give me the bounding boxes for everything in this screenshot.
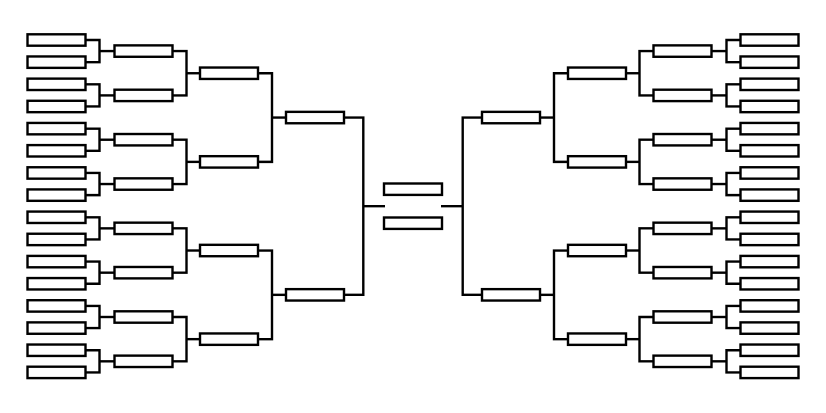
bracket-slot-left-round-of-32-11 <box>26 254 87 269</box>
pair-connector-left-round-of-32-8 <box>85 349 101 374</box>
pair-connector-right-quarterfinal-1 <box>552 72 568 164</box>
bracket-slot-left-quarterfinal-4 <box>198 332 260 347</box>
bracket-slot-left-round-of-32-14 <box>26 321 87 335</box>
bracket-slot-right-quarterfinal-2 <box>566 154 628 169</box>
bracket-slot-right-round-of-32-14 <box>739 321 800 335</box>
bracket-slot-left-quarterfinal-3 <box>198 243 260 258</box>
bracket-slot-right-quarterfinal-3 <box>566 243 628 258</box>
bracket-slot-right-round-of-16-5 <box>652 221 713 236</box>
bracket-side-left <box>26 33 385 380</box>
bracket-slot-final-1 <box>382 182 444 197</box>
bracket-slot-left-round-of-16-2 <box>113 88 174 103</box>
pair-connector-right-round-of-16-3 <box>638 227 654 274</box>
bracket-slot-right-round-of-16-4 <box>652 177 713 191</box>
bracket-slot-left-round-of-32-8 <box>26 188 87 203</box>
bracket-slot-right-round-of-32-13 <box>739 299 800 313</box>
pair-connector-left-round-of-32-4 <box>85 171 101 197</box>
bracket-slot-left-round-of-16-5 <box>113 221 174 236</box>
bracket-slot-left-round-of-32-2 <box>26 55 87 70</box>
pair-connector-right-round-of-32-2 <box>725 83 741 108</box>
bracket-slot-left-round-of-32-1 <box>26 33 87 47</box>
bracket-slot-right-round-of-16-7 <box>652 310 713 324</box>
bracket-slot-right-round-of-32-5 <box>739 121 800 136</box>
pair-connector-right-round-of-16-2 <box>638 138 654 186</box>
bracket-slot-right-quarterfinal-4 <box>566 332 628 347</box>
bracket-slot-left-round-of-16-6 <box>113 265 174 280</box>
pair-connector-right-round-of-32-4 <box>725 171 741 197</box>
pair-connector-left-round-of-16-4 <box>172 315 188 363</box>
bracket-slot-left-round-of-32-6 <box>26 143 87 158</box>
pair-connector-right-semifinal-1 <box>461 116 482 297</box>
pair-connector-left-round-of-32-1 <box>85 38 101 64</box>
pair-connector-right-round-of-32-5 <box>725 216 741 241</box>
bracket-slot-right-round-of-32-1 <box>739 33 800 47</box>
pair-connector-left-round-of-16-2 <box>172 138 188 186</box>
pair-connector-left-quarterfinal-2 <box>258 249 274 341</box>
pair-connector-right-round-of-16-4 <box>638 315 654 363</box>
pair-connector-left-semifinal-1 <box>344 116 365 297</box>
pair-connector-right-round-of-32-3 <box>725 127 741 152</box>
bracket-slot-right-quarterfinal-1 <box>566 66 628 81</box>
bracket-slot-left-round-of-32-3 <box>26 77 87 92</box>
bracket-slot-left-round-of-32-15 <box>26 343 87 358</box>
bracket-slot-final-2 <box>382 216 444 231</box>
bracket-slot-left-round-of-32-16 <box>26 365 87 380</box>
bracket-slot-right-round-of-32-15 <box>739 343 800 358</box>
pair-connector-left-round-of-32-2 <box>85 83 101 108</box>
final-match <box>382 182 444 231</box>
bracket-slot-left-semifinal-2 <box>284 287 346 302</box>
bracket-slot-left-round-of-16-8 <box>113 354 174 369</box>
bracket-slot-right-round-of-32-4 <box>739 99 800 114</box>
bracket-slot-left-round-of-32-4 <box>26 99 87 114</box>
pair-connector-right-round-of-32-8 <box>725 349 741 374</box>
bracket-slot-left-round-of-32-13 <box>26 299 87 313</box>
pair-connector-right-round-of-32-1 <box>725 38 741 64</box>
bracket-slot-right-round-of-16-1 <box>652 44 713 58</box>
bracket-slot-right-round-of-32-11 <box>739 254 800 269</box>
bracket-slot-left-semifinal-1 <box>284 110 346 125</box>
bracket-slot-right-semifinal-2 <box>480 287 542 302</box>
bracket-slot-right-round-of-32-9 <box>739 210 800 225</box>
bracket-slot-right-round-of-16-2 <box>652 88 713 103</box>
pair-connector-right-round-of-32-6 <box>725 260 741 285</box>
bracket-side-right <box>441 33 800 380</box>
bracket-slot-left-round-of-16-7 <box>113 310 174 324</box>
bracket-slot-left-quarterfinal-2 <box>198 154 260 169</box>
pair-connector-left-round-of-32-3 <box>85 127 101 152</box>
bracket-slot-left-round-of-16-1 <box>113 44 174 58</box>
bracket-slot-left-round-of-16-4 <box>113 177 174 191</box>
pair-connector-left-round-of-32-6 <box>85 260 101 285</box>
bracket-slot-right-round-of-16-6 <box>652 265 713 280</box>
pair-connector-left-round-of-32-7 <box>85 304 101 330</box>
bracket-slot-left-quarterfinal-1 <box>198 66 260 81</box>
pair-connector-right-quarterfinal-2 <box>552 249 568 341</box>
bracket-slot-right-round-of-32-12 <box>739 276 800 291</box>
pair-connector-left-round-of-16-1 <box>172 49 188 97</box>
bracket-slot-right-round-of-16-8 <box>652 354 713 369</box>
bracket-slot-left-round-of-32-12 <box>26 276 87 291</box>
pair-connector-right-round-of-32-7 <box>725 304 741 330</box>
bracket-slot-right-round-of-32-6 <box>739 143 800 158</box>
bracket-slot-right-round-of-32-2 <box>739 55 800 70</box>
bracket-slot-right-round-of-32-8 <box>739 188 800 203</box>
bracket-slot-right-round-of-32-10 <box>739 232 800 247</box>
bracket-slot-left-round-of-32-7 <box>26 166 87 180</box>
bracket-slot-left-round-of-16-3 <box>113 132 174 147</box>
pair-connector-right-round-of-16-1 <box>638 49 654 97</box>
pair-connector-left-round-of-16-3 <box>172 227 188 274</box>
bracket-slot-right-round-of-16-3 <box>652 132 713 147</box>
bracket-slot-right-round-of-32-3 <box>739 77 800 92</box>
bracket-slot-left-round-of-32-10 <box>26 232 87 247</box>
bracket-slot-right-round-of-32-16 <box>739 365 800 380</box>
bracket-slot-right-semifinal-1 <box>480 110 542 125</box>
pair-connector-left-round-of-32-5 <box>85 216 101 241</box>
bracket-slot-right-round-of-32-7 <box>739 166 800 180</box>
bracket-slot-left-round-of-32-9 <box>26 210 87 225</box>
pair-connector-left-quarterfinal-1 <box>258 72 274 164</box>
bracket-slot-left-round-of-32-5 <box>26 121 87 136</box>
